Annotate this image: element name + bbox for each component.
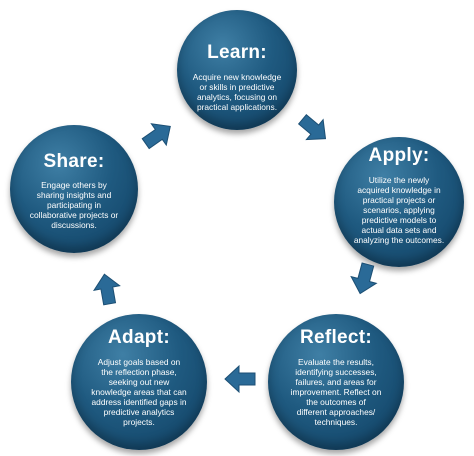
arrow-adapt-to-share-icon (92, 273, 121, 306)
node-share-desc: Engage others by sharing insights and pa… (29, 180, 119, 230)
arrow-learn-to-apply-icon (297, 114, 327, 141)
node-adapt: Adapt: Adjust goals based on the reflect… (71, 314, 207, 450)
arrow-apply-to-reflect-icon (350, 262, 378, 295)
node-learn-desc: Acquire new knowledge or skills in predi… (192, 72, 282, 112)
node-reflect: Reflect: Evaluate the results, identifyi… (268, 314, 404, 450)
arrow-reflect-to-adapt-icon (224, 364, 256, 394)
node-adapt-desc: Adjust goals based on the reflection pha… (91, 357, 187, 427)
node-learn-title: Learn: (207, 42, 267, 63)
node-apply-title: Apply: (368, 145, 430, 166)
arrow-share-to-learn-icon (141, 123, 171, 150)
node-apply: Apply: Utilize the newly acquired knowle… (334, 137, 464, 267)
node-apply-desc: Utilize the newly acquired knowledge in … (353, 175, 445, 245)
node-share: Share: Engage others by sharing insights… (10, 125, 138, 253)
node-reflect-title: Reflect: (299, 327, 373, 348)
node-share-title: Share: (43, 151, 105, 172)
node-adapt-title: Adapt: (108, 327, 170, 348)
node-reflect-desc: Evaluate the results, identifying succes… (290, 357, 382, 427)
node-learn: Learn: Acquire new knowledge or skills i… (177, 10, 297, 130)
